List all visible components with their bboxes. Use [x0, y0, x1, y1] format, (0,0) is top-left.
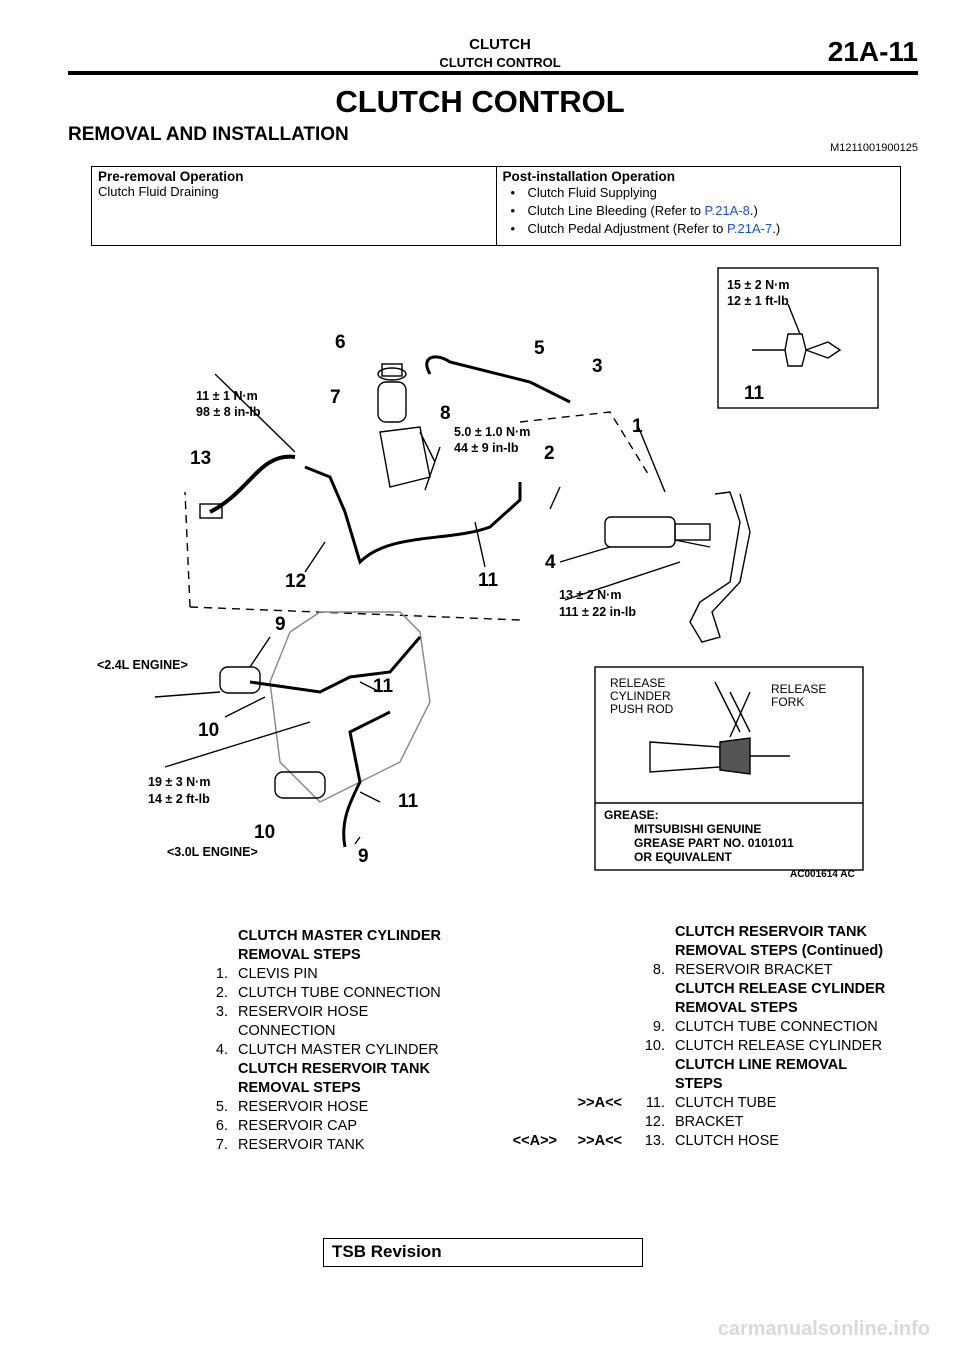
- grease-line: OR EQUIVALENT: [634, 850, 732, 864]
- engine-24-label: <2.4L ENGINE>: [97, 658, 188, 672]
- page-title: CLUTCH CONTROL: [335, 84, 625, 119]
- callout-5: 5: [534, 338, 545, 359]
- step-item: 2.CLUTCH TUBE CONNECTION: [215, 985, 441, 1001]
- grease-line: GREASE PART NO. 0101011: [634, 836, 794, 850]
- step-mark: >>A<<: [577, 1095, 622, 1111]
- page-number: 21A-11: [827, 36, 918, 67]
- ref-link[interactable]: P.21A-7: [726, 221, 773, 236]
- callout-6: 6: [335, 332, 346, 353]
- callout-11: 11: [744, 383, 765, 404]
- pre-removal-item: Clutch Fluid Draining: [98, 184, 219, 199]
- header-section: CLUTCH: [469, 36, 531, 53]
- callout-11: 11: [478, 570, 499, 591]
- ref-link[interactable]: P.21A-8: [704, 203, 750, 218]
- torque-11-nm: 11 ± 1 N·m: [196, 389, 258, 403]
- torque-13-inlb: 111 ± 22 in-lb: [559, 605, 636, 619]
- callout-9: 9: [275, 614, 286, 635]
- callout-1: 1: [632, 416, 643, 437]
- callout-11: 11: [373, 676, 394, 697]
- callout-11: 11: [398, 791, 419, 812]
- torque-19-ftlb: 14 ± 2 ft-lb: [148, 792, 210, 806]
- step-item: 1.CLEVIS PIN: [215, 966, 318, 982]
- torque-5-inlb: 44 ± 9 in-lb: [454, 441, 519, 455]
- pre-removal-cell: Pre-removal Operation Clutch Fluid Drain…: [91, 166, 497, 246]
- post-installation-heading: Post-installation Operation: [502, 169, 676, 184]
- post-item: Clutch Line Bleeding (Refer to P.21A-8.): [503, 202, 895, 220]
- header-rule: [68, 71, 918, 75]
- torque-15-nm: 15 ± 2 N·m: [727, 278, 789, 292]
- callout-2: 2: [544, 443, 555, 464]
- step-item: 7.RESERVOIR TANK: [215, 1137, 365, 1153]
- step-mark: <<A>>: [512, 1133, 557, 1149]
- engine-30-label: <3.0L ENGINE>: [167, 845, 258, 859]
- torque-15-ftlb: 12 ± 1 ft-lb: [727, 294, 789, 308]
- callout-8: 8: [440, 403, 451, 424]
- grease-label: GREASE:: [604, 808, 659, 822]
- step-item: 10.CLUTCH RELEASE CYLINDER: [644, 1038, 883, 1054]
- step-item: >>A<<11.CLUTCH TUBE: [578, 1094, 927, 1113]
- step-item: 9.CLUTCH TUBE CONNECTION: [652, 1019, 878, 1035]
- tsb-revision-box: TSB Revision: [323, 1238, 643, 1267]
- callout-numbers: 1 2 3 4 5 6 7 8 9 9 10 10 11 11 11 11 12…: [190, 332, 765, 867]
- post-item: Clutch Pedal Adjustment (Refer to P.21A-…: [503, 220, 895, 238]
- section-code: M1211001900125: [830, 142, 918, 154]
- push-rod-label: RELEASE: [610, 676, 665, 690]
- torque-13-nm: 13 ± 2 N·m: [559, 588, 621, 602]
- step-item: 6.RESERVOIR CAP: [215, 1118, 357, 1134]
- watermark: carmanualsonline.info: [717, 1318, 930, 1340]
- callout-13: 13: [190, 448, 211, 469]
- header-subsection: CLUTCH CONTROL: [439, 55, 561, 70]
- grease-inset-labels: RELEASE CYLINDER PUSH ROD RELEASE FORK G…: [604, 676, 826, 864]
- post-item: Clutch Fluid Supplying: [503, 184, 895, 202]
- fork-label: RELEASE: [771, 682, 826, 696]
- step-mark: >>A<<: [577, 1133, 622, 1149]
- fork-label: FORK: [771, 695, 804, 709]
- callout-10: 10: [198, 720, 219, 741]
- figure-id: AC001614 AC: [790, 869, 855, 880]
- step-item: 3.RESERVOIR HOSE: [215, 1004, 369, 1020]
- step-item: <<A>>>>A<<13.CLUTCH HOSE: [513, 1132, 927, 1151]
- section-title: REMOVAL AND INSTALLATION: [68, 124, 349, 145]
- push-rod-label: PUSH ROD: [610, 702, 674, 716]
- torque-labels: 15 ± 2 N·m 12 ± 1 ft-lb 11 ± 1 N·m 98 ± …: [97, 278, 855, 880]
- callout-12: 12: [285, 571, 306, 592]
- torque-19-nm: 19 ± 3 N·m: [148, 775, 210, 789]
- callout-9: 9: [358, 846, 369, 867]
- callout-3: 3: [592, 356, 603, 377]
- grease-line: MITSUBISHI GENUINE: [634, 822, 761, 836]
- callout-4: 4: [545, 552, 556, 573]
- torque-5-nm: 5.0 ± 1.0 N·m: [454, 425, 530, 439]
- step-item: 8.RESERVOIR BRACKET: [652, 962, 833, 978]
- post-installation-cell: Post-installation Operation Clutch Fluid…: [495, 166, 901, 246]
- step-item: 12.BRACKET: [644, 1114, 744, 1130]
- clutch-control-diagram: 15 ± 2 N·m 12 ± 1 ft-lb 11 ± 1 N·m 98 ± …: [97, 267, 879, 880]
- step-item: 5.RESERVOIR HOSE: [215, 1099, 369, 1115]
- callout-10: 10: [254, 822, 275, 843]
- push-rod-label: CYLINDER: [610, 689, 671, 703]
- callout-7: 7: [330, 387, 341, 408]
- step-item-cont: CONNECTION: [238, 1023, 336, 1039]
- diagram-lines: [154, 267, 879, 871]
- torque-11-inlb: 98 ± 8 in-lb: [196, 405, 261, 419]
- step-item: 4.CLUTCH MASTER CYLINDER: [215, 1042, 439, 1058]
- operations-table: Pre-removal Operation Clutch Fluid Drain…: [91, 166, 901, 246]
- pre-removal-heading: Pre-removal Operation: [98, 169, 244, 184]
